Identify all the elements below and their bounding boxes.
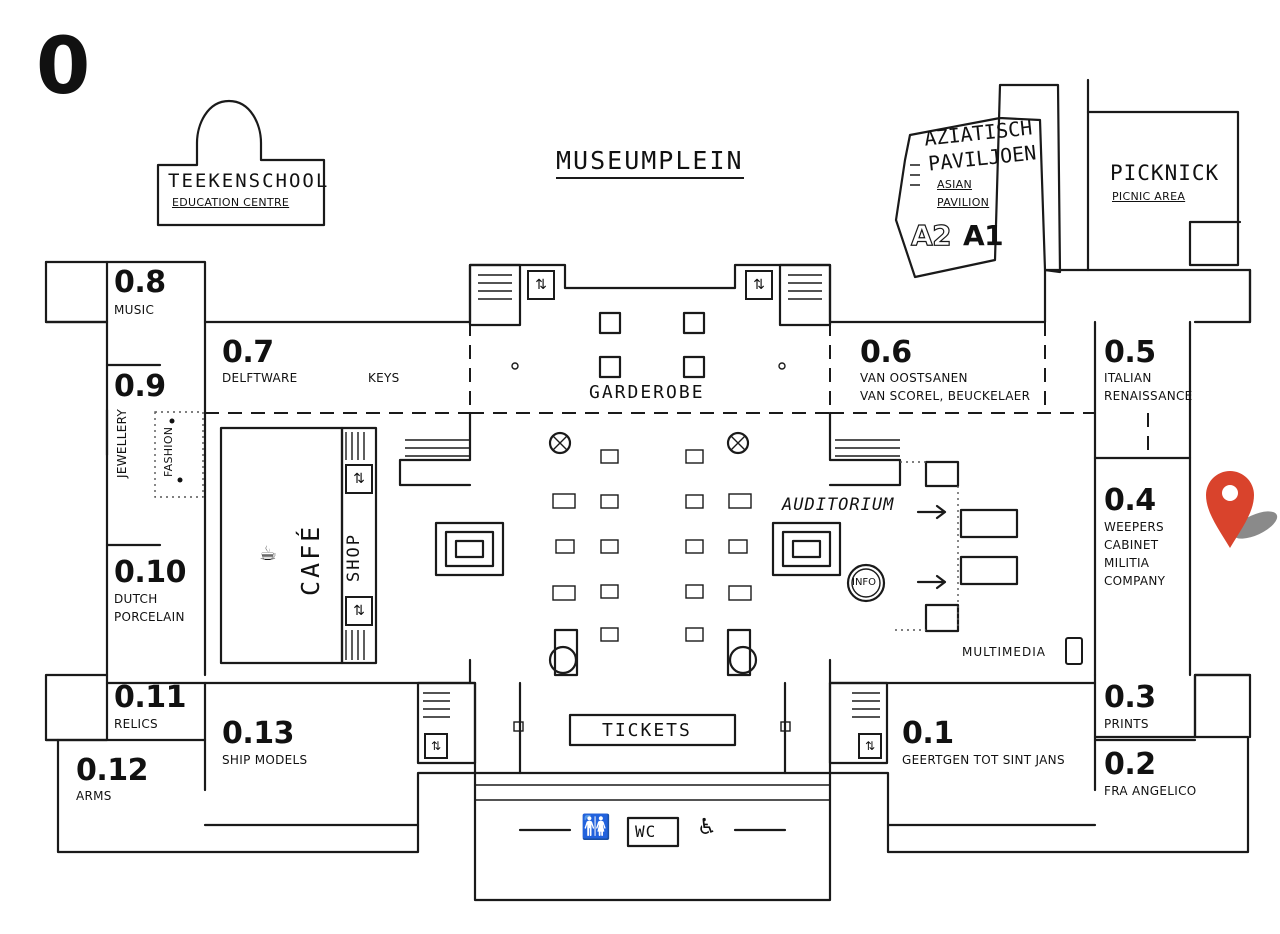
wc-label: WC: [635, 822, 657, 841]
elevator-icon: ⇅: [345, 596, 373, 626]
room-0-13-name: SHIP MODELS: [222, 753, 308, 767]
room-0-12-number: 0.12: [76, 753, 149, 788]
keys-label: KEYS: [368, 371, 400, 385]
room-0-3-name: PRINTS: [1104, 717, 1149, 731]
education-centre-label: EDUCATION CENTRE: [172, 196, 290, 209]
central-hall: [398, 311, 902, 685]
asian-label-line2: PAVILION: [937, 196, 990, 209]
room-0-5-number: 0.5: [1104, 335, 1156, 370]
room-0-11-number: 0.11: [114, 680, 187, 715]
multimedia-label: MULTIMEDIA: [962, 645, 1046, 659]
garderobe-label: GARDEROBE: [589, 382, 705, 403]
auditorium-label: AUDITORIUM: [782, 495, 895, 515]
room-0-6-name-line2: VAN SCOREL, BEUCKELAER: [860, 389, 1031, 403]
fashion-label: FASHION: [162, 426, 175, 477]
room-a1-label: A1: [963, 219, 1004, 252]
floor-number: 0: [36, 22, 91, 112]
room-0-2-number: 0.2: [1104, 747, 1156, 782]
room-0-1-number: 0.1: [902, 716, 954, 751]
elevator-icon: ⇅: [345, 464, 373, 494]
room-a2-label: A2: [910, 219, 952, 252]
toilet-icon: 🚻: [581, 813, 611, 841]
wheelchair-icon: ♿: [697, 815, 717, 840]
room-0-7-name: DELFTWARE: [222, 371, 298, 385]
room-0-2-name: FRA ANGELICO: [1104, 784, 1197, 798]
picknick-label: PICKNICK: [1110, 161, 1220, 185]
room-0-13-number: 0.13: [222, 716, 295, 751]
museumplein-label: MUSEUMPLEIN: [556, 146, 744, 179]
teekenschool-label: TEEKENSCHOOL: [168, 170, 330, 192]
elevator-icon: ⇅: [858, 733, 882, 759]
info-label: INFO: [852, 577, 877, 588]
room-0-4-number: 0.4: [1104, 483, 1156, 518]
room-0-1-name: GEERTGEN TOT SINT JANS: [902, 753, 1065, 767]
room-0-4-name-line2: CABINET: [1104, 538, 1159, 552]
tickets-label: TICKETS: [602, 720, 692, 741]
auditorium-seating: [846, 460, 1019, 633]
phone-icon: [1065, 637, 1083, 665]
cafe-label: CAFÉ: [296, 523, 325, 596]
elevator-icon: ⇅: [745, 270, 773, 300]
room-0-5-name-line2: RENAISSANCE: [1104, 389, 1193, 403]
room-0-3-number: 0.3: [1104, 680, 1156, 715]
outdoor-buildings: [156, 78, 1242, 279]
location-pin-icon[interactable]: [1206, 471, 1280, 548]
shop-label: SHOP: [344, 533, 364, 582]
room-0-7-number: 0.7: [222, 335, 274, 370]
room-0-8-name: MUSIC: [114, 303, 155, 317]
entrance: [475, 721, 830, 848]
room-0-5-name-line1: ITALIAN: [1104, 371, 1152, 385]
room-0-4-name-line1: WEEPERS: [1104, 520, 1164, 534]
elevator-icon: ⇅: [424, 733, 448, 759]
room-0-8-number: 0.8: [114, 265, 166, 300]
room-0-9-number: 0.9: [114, 369, 166, 404]
room-0-4-name-line4: COMPANY: [1104, 574, 1166, 588]
jewellery-label: JEWELLERY: [115, 408, 129, 478]
room-0-10-name-line2: PORCELAIN: [114, 610, 185, 624]
elevator-icon: ⇅: [527, 270, 555, 300]
room-0-4-name-line3: MILITIA: [1104, 556, 1150, 570]
room-0-6-name-line1: VAN OOSTSANEN: [860, 371, 968, 385]
room-0-10-number: 0.10: [114, 555, 187, 590]
fashion-room: [154, 411, 204, 498]
coffee-cup-icon: ☕: [259, 541, 277, 565]
passage-lines: [204, 322, 1149, 675]
room-0-12-name: ARMS: [76, 789, 112, 803]
room-0-6-number: 0.6: [860, 335, 912, 370]
picnic-area-label: PICNIC AREA: [1112, 190, 1186, 203]
room-0-10-name-line1: DUTCH: [114, 592, 158, 606]
asian-label-line1: ASIAN: [937, 178, 973, 191]
room-0-11-name: RELICS: [114, 717, 158, 731]
cafe-area: [219, 426, 344, 665]
